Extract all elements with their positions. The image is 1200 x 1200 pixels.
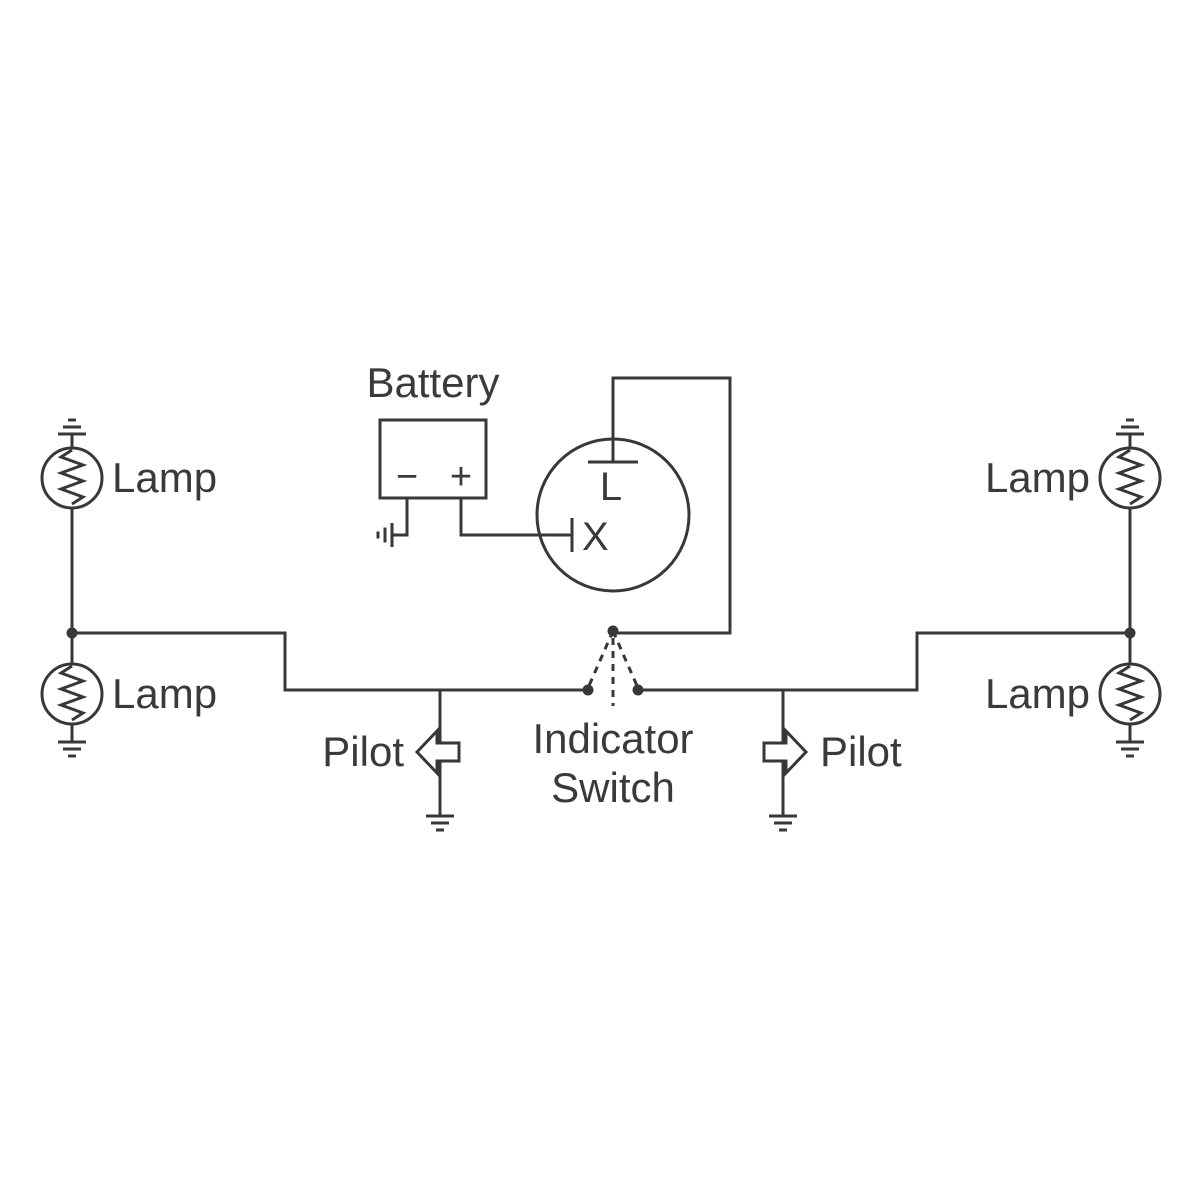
main-wire-left: [72, 631, 588, 692]
battery-label: Battery: [366, 359, 499, 406]
battery-plus-sign: +: [450, 456, 472, 498]
lamp-upper-left-filament-icon: [56, 448, 88, 506]
ground-icon-upper-left: [58, 418, 86, 448]
ground-icon-pilot-left: [426, 814, 454, 832]
battery-minus-wire: [392, 498, 409, 537]
ground-icon-lower-right: [1116, 724, 1144, 758]
terminal-l-wire: [611, 376, 732, 635]
lamp-upper-right-label: Lamp: [985, 454, 1090, 501]
switch-blade-right-dashed: [611, 630, 640, 689]
ground-icon-upper-right: [1116, 418, 1144, 448]
pilot-left-arrow-icon: [414, 727, 461, 777]
pilot-left-label: Pilot: [322, 728, 404, 775]
flasher-unit-circle: [535, 437, 691, 593]
pilot-right-arrow-icon: [762, 727, 809, 777]
main-wire-right: [638, 631, 1130, 692]
indicator-switch-label-line2: Switch: [551, 764, 675, 811]
switch-common-dot: [607, 625, 619, 637]
lamp-lower-left-filament-icon: [56, 664, 88, 722]
terminal-l-label: L: [600, 465, 622, 509]
battery-plus-wire: [459, 498, 572, 537]
battery-box: [378, 418, 488, 500]
lamp-lower-right-filament-icon: [1114, 664, 1146, 722]
ground-icon-pilot-right: [769, 814, 797, 832]
battery-ground-icon: [376, 523, 394, 547]
lamp-lower-right-label: Lamp: [985, 670, 1090, 717]
lamp-upper-left-label: Lamp: [112, 454, 217, 501]
ground-icon-lower-left: [58, 724, 86, 758]
lamp-lower-left-label: Lamp: [112, 670, 217, 717]
switch-blade-left-dashed: [586, 630, 615, 689]
pilot-right-label: Pilot: [820, 728, 902, 775]
indicator-switch-label-line1: Indicator: [532, 715, 693, 762]
terminal-x-label: X: [582, 515, 609, 559]
battery-minus-sign: −: [396, 456, 418, 498]
lamp-upper-right-filament-icon: [1114, 448, 1146, 506]
